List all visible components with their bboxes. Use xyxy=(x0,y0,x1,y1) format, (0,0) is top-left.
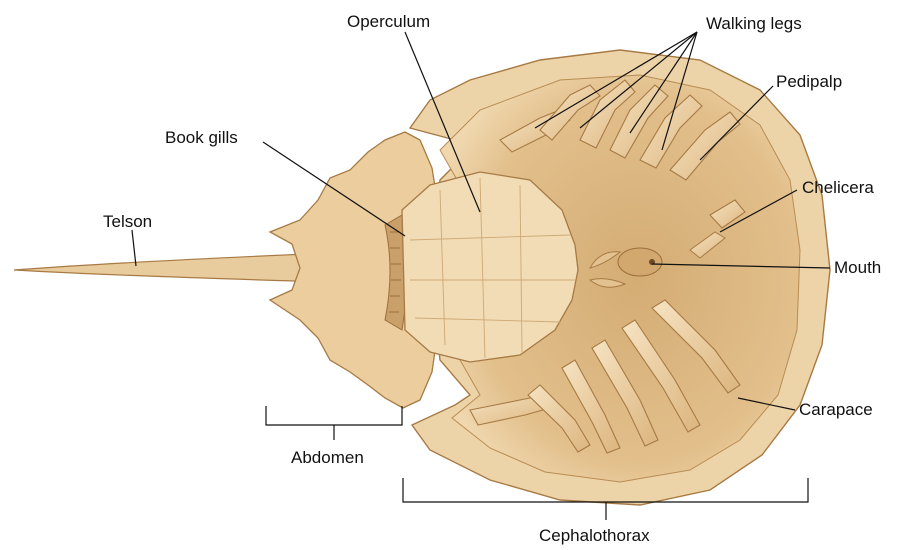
telson-spine xyxy=(14,253,338,282)
label-telson: Telson xyxy=(103,212,152,232)
label-book-gills: Book gills xyxy=(165,128,238,148)
label-cephalothorax: Cephalothorax xyxy=(539,526,650,546)
label-abdomen: Abdomen xyxy=(291,448,364,468)
label-mouth: Mouth xyxy=(834,258,881,278)
label-walking-legs: Walking legs xyxy=(706,14,802,34)
label-operculum: Operculum xyxy=(347,12,430,32)
mouth-area xyxy=(618,248,662,276)
label-carapace: Carapace xyxy=(799,400,873,420)
label-chelicera: Chelicera xyxy=(802,178,874,198)
label-pedipalp: Pedipalp xyxy=(776,72,842,92)
abdomen-bracket xyxy=(266,406,402,440)
leader-telson xyxy=(132,230,136,266)
